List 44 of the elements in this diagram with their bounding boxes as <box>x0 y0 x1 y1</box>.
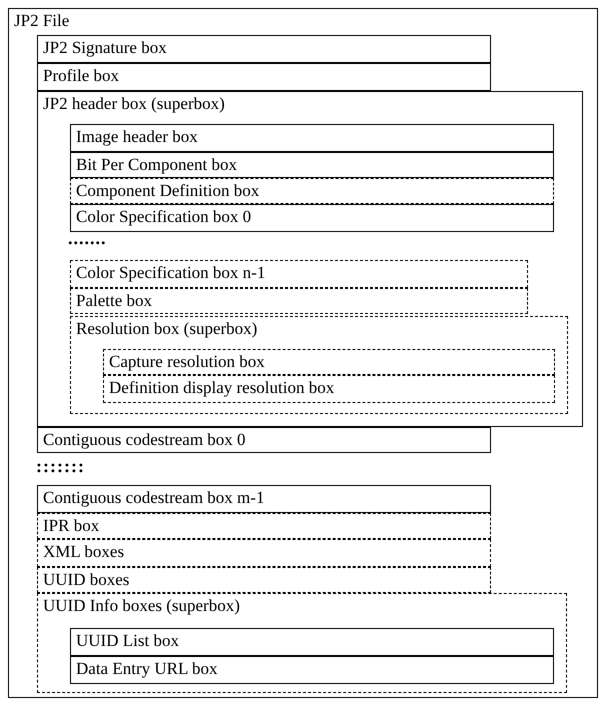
box-title: IPR box <box>43 516 100 536</box>
box-frame <box>70 204 554 232</box>
box-title: Palette box <box>76 291 152 311</box>
dashed-box-frame <box>37 593 567 693</box>
box-frame <box>70 656 554 684</box>
box-title: JP2 header box (superbox) <box>43 94 225 114</box>
box-title: JP2 File <box>14 11 70 31</box>
box-title: Color Specification box n-1 <box>76 263 266 283</box>
dashed-box-frame <box>70 178 554 204</box>
dashed-box-frame <box>103 349 555 375</box>
box-title: Resolution box (superbox) <box>76 319 258 339</box>
box-title: UUID List box <box>76 631 179 651</box>
box-title: Capture resolution box <box>109 352 265 372</box>
dashed-box-frame <box>70 288 528 314</box>
box-title: Contiguous codestream box m-1 <box>43 488 264 508</box>
box-title: Data Entry URL box <box>76 659 218 679</box>
box-frame <box>37 427 491 453</box>
box-frame <box>70 152 554 178</box>
dashed-box-frame <box>37 513 491 539</box>
dashed-box-frame <box>70 316 568 414</box>
box-frame <box>70 124 554 152</box>
box-frame <box>8 8 598 698</box>
box-frame <box>37 63 491 91</box>
box-title: UUID Info boxes (superbox) <box>43 596 240 616</box>
box-title: Color Specification box 0 <box>76 207 252 227</box>
box-frame <box>37 91 583 427</box>
dashed-box-frame <box>70 260 528 288</box>
box-frame <box>37 485 491 513</box>
box-title: UUID boxes <box>43 570 130 590</box>
ellipsis-dots: ....... <box>68 232 106 244</box>
box-title: Contiguous codestream box 0 <box>43 430 246 450</box>
box-title: Definition display resolution box <box>109 378 334 398</box>
box-title: JP2 Signature box <box>43 38 167 58</box>
dashed-box-frame <box>37 539 491 567</box>
box-title: Image header box <box>76 127 198 147</box>
box-title: Profile box <box>43 66 120 86</box>
ellipsis-dots: ::::::: <box>36 460 85 472</box>
dashed-box-frame <box>103 375 555 403</box>
box-frame <box>37 35 491 63</box>
dashed-box-frame <box>37 567 491 593</box>
box-frame <box>70 628 554 656</box>
box-title: Bit Per Component box <box>76 155 238 175</box>
box-title: XML boxes <box>43 542 124 562</box>
box-title: Component Definition box <box>76 181 260 201</box>
